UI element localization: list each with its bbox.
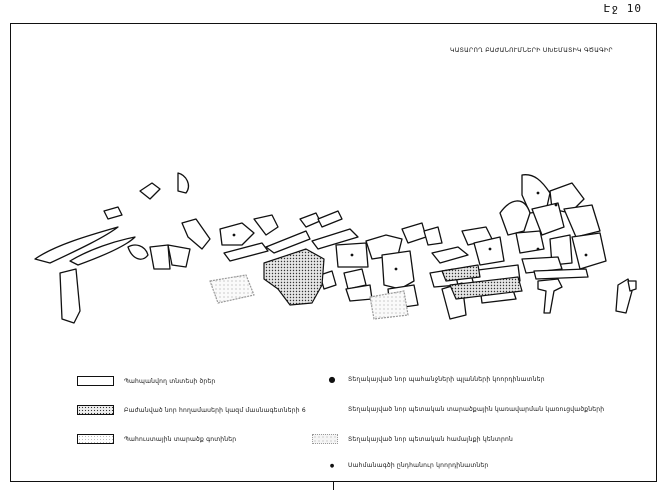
- legend-item-reserve: Պահուստային տարածք գոտիներ: [77, 434, 236, 444]
- parcel: [537, 278, 563, 314]
- map-frame: [10, 23, 657, 482]
- point-marker: [536, 247, 540, 251]
- parcel: [223, 242, 269, 262]
- legend-item-boundary-coordinates: ● Սահմանագծի ընդհանուր կոորդինատներ: [326, 462, 488, 469]
- parcel: [423, 226, 443, 246]
- parcel-map: [34, 172, 637, 324]
- legend-swatch-white: [77, 376, 114, 386]
- parcel: [59, 268, 81, 324]
- parcel: [127, 244, 149, 260]
- map-title: ԿԱՏԱՐՈՂ ԲԱԺԱՆՈՒՄՆԵՐԻ ՍԽԵՄԱՏԻԿ ԳԾԱԳԻՐ: [450, 47, 613, 54]
- parcel-stippled: [441, 264, 481, 282]
- point-marker: [232, 233, 236, 237]
- parcel: [181, 218, 211, 250]
- point-marker: [394, 267, 398, 271]
- parcel-stippled: [263, 248, 325, 306]
- parcel-faint: [369, 290, 409, 320]
- legend-dot-symbol: ●: [328, 375, 336, 384]
- parcel: [139, 182, 161, 200]
- legend-item-community-center: Տեղակայված նոր պետական համայնքի կենտրոն: [312, 434, 513, 444]
- parcel: [521, 256, 563, 274]
- parcel: [563, 204, 601, 238]
- parcel: [317, 210, 343, 228]
- legend-item-state-structures: Տեղակայված նոր պետական տարածքային կառավա…: [348, 406, 605, 413]
- parcel: [515, 230, 545, 254]
- parcel: [34, 226, 119, 264]
- point-marker: [536, 191, 540, 195]
- parcel: [299, 212, 321, 228]
- parcel: [253, 214, 279, 236]
- point-marker: [350, 253, 354, 257]
- point-marker: [554, 203, 558, 207]
- parcel: [431, 246, 469, 264]
- legend-small-dot-symbol: ●: [329, 462, 335, 469]
- parcel: [103, 206, 123, 220]
- parcel: [69, 236, 136, 266]
- point-marker: [584, 253, 588, 257]
- parcel: [381, 250, 415, 290]
- page-number: Էջ 10: [603, 2, 642, 15]
- parcel: [311, 228, 359, 250]
- legend-swatch-dotted: [77, 405, 114, 415]
- legend-item-coordinates: ● Տեղակայված նոր պահանջների պլանների կոո…: [326, 375, 545, 384]
- parcel: [499, 200, 531, 236]
- parcel: [319, 270, 337, 290]
- parcel: [219, 222, 255, 246]
- legend-item-preserved: Պահպանվող տնտեսի ծրեր: [77, 376, 215, 386]
- point-marker: [488, 247, 492, 251]
- legend-item-new-plots: Բաժանված նոր հողամասերի կազմ մասնագետներ…: [77, 405, 306, 415]
- parcel: [177, 172, 190, 194]
- parcel: [615, 278, 633, 314]
- parcel: [401, 222, 427, 244]
- parcel: [531, 202, 565, 236]
- parcel: [533, 268, 589, 280]
- legend-swatch-faint: [312, 434, 338, 444]
- parcel: [149, 244, 171, 270]
- parcel: [571, 232, 607, 270]
- parcel: [473, 236, 505, 266]
- legend-swatch-light: [77, 434, 114, 444]
- parcel: [627, 280, 637, 292]
- parcel-faint: [209, 274, 255, 304]
- parcel: [167, 244, 191, 268]
- bottom-tick-mark: [333, 482, 334, 490]
- parcel-stippled: [449, 276, 523, 300]
- parcel: [265, 230, 311, 254]
- parcel: [343, 268, 367, 290]
